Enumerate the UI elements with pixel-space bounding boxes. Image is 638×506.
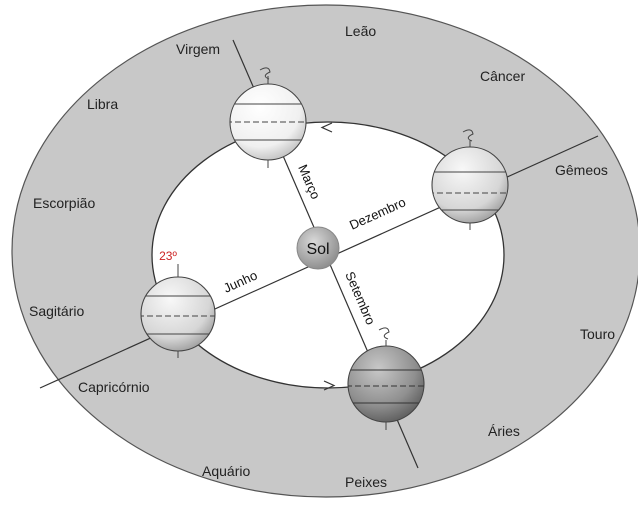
earth-setembro <box>347 327 425 430</box>
earth-marco <box>229 67 307 168</box>
zodiac-virgem: Virgem <box>176 41 220 57</box>
zodiac-leao: Leão <box>345 23 376 39</box>
zodiac-peixes: Peixes <box>345 474 387 490</box>
zodiac-aquario: Aquário <box>202 463 250 479</box>
earth-dezembro <box>431 129 509 230</box>
orbit-arrow-bottom <box>323 380 336 391</box>
zodiac-cancer: Câncer <box>480 68 525 84</box>
zodiac-aries: Áries <box>488 423 520 439</box>
zodiac-escorpiao: Escorpião <box>33 195 95 211</box>
sun <box>296 226 340 270</box>
zodiac-capricornio: Capricórnio <box>78 379 150 395</box>
sun-label: Sol <box>306 241 329 258</box>
axial-tilt-label: 23º <box>159 249 177 263</box>
orbit-arrow-top <box>320 122 333 133</box>
zodiac-sagitario: Sagitário <box>29 303 84 319</box>
earth-junho <box>140 264 216 358</box>
zodiac-gemeos: Gêmeos <box>555 162 608 178</box>
zodiac-libra: Libra <box>87 96 118 112</box>
zodiac-touro: Touro <box>580 326 615 342</box>
